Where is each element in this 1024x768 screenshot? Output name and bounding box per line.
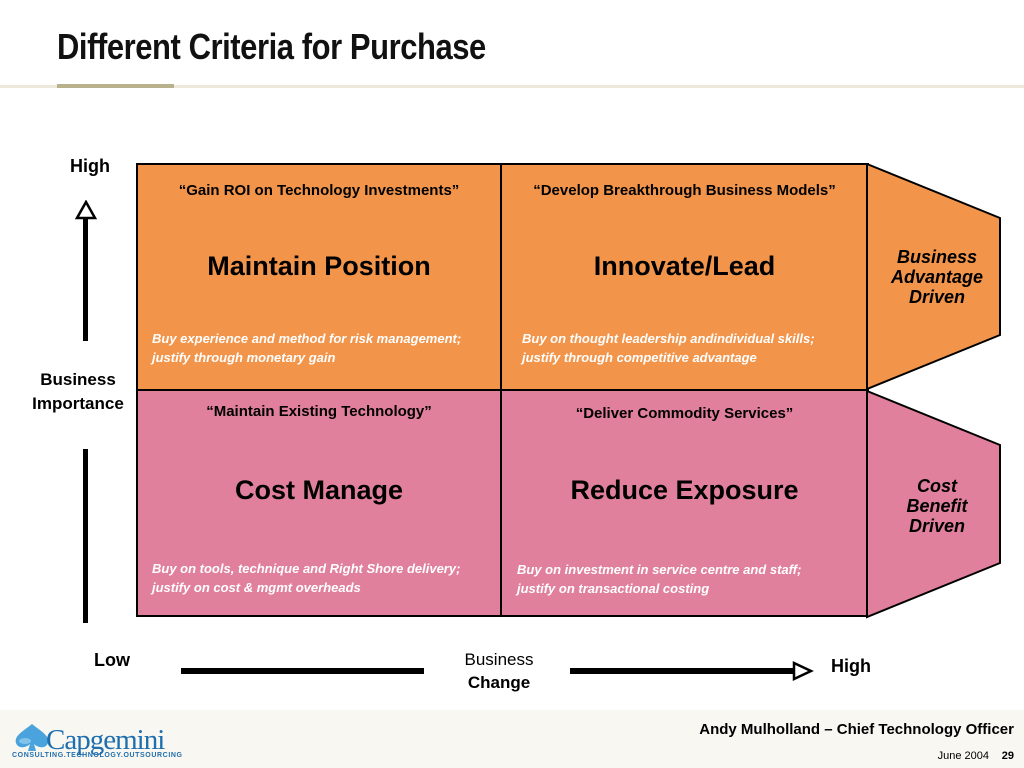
slide-title: Different Criteria for Purchase <box>57 26 486 67</box>
x-axis-high-label: High <box>831 656 871 676</box>
side-label-line-3: Driven <box>908 516 966 536</box>
page-number: 29 <box>1001 750 1014 762</box>
side-label-line-2: Benefit <box>906 496 968 516</box>
logo-tagline: CONSULTING.TECHNOLOGY.OUTSOURCING <box>12 752 183 759</box>
footer-band <box>0 710 1024 768</box>
capgemini-spade-logo-icon <box>15 724 49 751</box>
y-axis-label: Business Importance <box>18 368 138 416</box>
title-divider <box>0 85 1024 88</box>
quadrant-quote: “Gain ROI on Technology Investments” <box>178 182 460 199</box>
quadrant-title: Cost Manage <box>234 475 404 505</box>
quadrant-title: Maintain Position <box>207 251 431 281</box>
quadrant-innovate-lead: “Develop Breakthrough Business Models” I… <box>500 163 869 391</box>
y-axis-arrow-shaft-bottom <box>83 449 88 623</box>
quadrant-description-line-2: justify on transactional costing <box>517 581 710 596</box>
footer-date: June 2004 <box>937 750 989 762</box>
quadrant-quote: “Maintain Existing Technology” <box>206 403 432 420</box>
side-label-line-3: Driven <box>908 287 966 307</box>
quadrant-description-line-2: justify through monetary gain <box>152 350 336 365</box>
x-axis-label-line-1: Business <box>464 650 534 669</box>
title-accent-bar <box>57 84 174 88</box>
quadrant-title: Innovate/Lead <box>593 251 776 281</box>
quadrant-description-line-2: justify through competitive advantage <box>522 350 757 365</box>
y-axis-high-label: High <box>70 156 110 176</box>
arrow-right-icon <box>792 661 814 681</box>
quadrant-description-line-2: justify on cost & mgmt overheads <box>152 580 361 595</box>
quadrant-description-line-1: Buy on tools, technique and Right Shore … <box>152 561 461 576</box>
x-axis-low-label: Low <box>94 650 130 670</box>
quadrant-quote: “Develop Breakthrough Business Models” <box>533 182 836 199</box>
quadrant-title: Reduce Exposure <box>570 475 799 505</box>
quadrant-reduce-exposure: “Deliver Commodity Services” Reduce Expo… <box>500 389 869 617</box>
x-axis-label-line-2: Change <box>467 673 531 692</box>
quadrant-description-line-1: Buy on thought leadership andindividual … <box>522 331 815 346</box>
x-axis-arrow-shaft-right <box>570 668 794 674</box>
quadrant-description: Buy experience and method for risk manag… <box>152 329 494 367</box>
quadrant-cost-manage: “Maintain Existing Technology” Cost Mana… <box>136 389 502 617</box>
side-label-business-advantage: Business Advantage Driven <box>874 247 1000 307</box>
y-axis-label-line-1: Business <box>40 370 116 389</box>
quadrant-quote: “Deliver Commodity Services” <box>575 405 794 422</box>
y-axis-arrow-shaft-top <box>83 217 88 341</box>
side-chevrons <box>866 163 1001 619</box>
presenter-name: Andy Mulholland – Chief Technology Offic… <box>699 721 1014 738</box>
quadrant-description: Buy on tools, technique and Right Shore … <box>152 559 494 597</box>
side-label-line-1: Business <box>896 247 978 267</box>
side-chevron-bottom <box>866 389 1001 619</box>
x-axis-label: Business Change <box>448 648 550 694</box>
quadrant-description: Buy on investment in service centre and … <box>517 560 861 598</box>
x-axis-arrow-shaft-left <box>181 668 424 674</box>
quadrant-description: Buy on thought leadership andindividual … <box>522 329 861 367</box>
quadrant-description-line-1: Buy on investment in service centre and … <box>517 562 802 577</box>
side-label-line-1: Cost <box>917 476 957 496</box>
logo-wordmark: Capgemini <box>46 724 165 756</box>
side-label-line-2: Advantage <box>890 267 984 287</box>
side-label-cost-benefit: Cost Benefit Driven <box>874 476 1000 536</box>
y-axis-label-line-2: Importance <box>32 394 124 413</box>
quadrant-description-line-1: Buy experience and method for risk manag… <box>152 331 462 346</box>
quadrant-maintain-position: “Gain ROI on Technology Investments” Mai… <box>136 163 502 391</box>
side-chevron-top <box>866 163 1001 391</box>
